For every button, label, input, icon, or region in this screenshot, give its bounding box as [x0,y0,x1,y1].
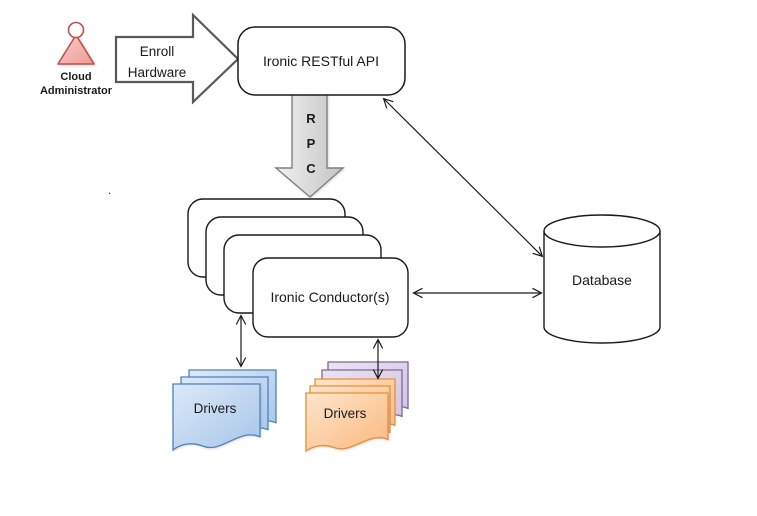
block-arrow-shape [114,12,240,105]
person-body-icon [57,34,95,65]
rpc-letter-c: C [306,161,316,176]
enroll-hardware-arrow: Enroll Hardware [114,12,240,105]
drivers-orange-stack: Drivers [305,361,409,453]
rpc-letter-r: R [306,111,316,126]
drivers-orange-label: Drivers [324,406,367,421]
orange-doc-front [305,392,389,453]
api-box [237,26,406,96]
drivers-blue-stack: Drivers [172,369,277,452]
person-head-icon [67,21,85,39]
conductor-stack: Ironic Conductor(s) [187,198,409,338]
arrow-api-database [382,97,544,258]
actor-label-line2: Administrator [40,85,113,97]
cloud-administrator-figure: Cloud Administrator [40,21,113,97]
blue-doc-front [172,383,261,452]
actor-label-line1: Cloud [60,71,91,83]
rpc-arrow-shape [274,93,345,198]
database-cylinder-top [543,214,661,248]
drivers-blue-label: Drivers [194,401,237,416]
database-cylinder-body [543,231,661,344]
connectors [235,97,544,380]
rpc-arrow: R P C [274,93,345,198]
stray-dot: . [108,183,111,197]
database-label: Database [572,272,632,288]
api-label: Ironic RESTful API [263,53,379,69]
rpc-letter-p: P [307,136,316,151]
api-node: Ironic RESTful API [237,26,406,96]
enroll-label-line2: Hardware [128,65,187,80]
conductor-box-front [252,257,409,338]
conductor-label: Ironic Conductor(s) [270,289,389,305]
database-node: Database [543,214,661,344]
enroll-label-line1: Enroll [140,44,175,59]
